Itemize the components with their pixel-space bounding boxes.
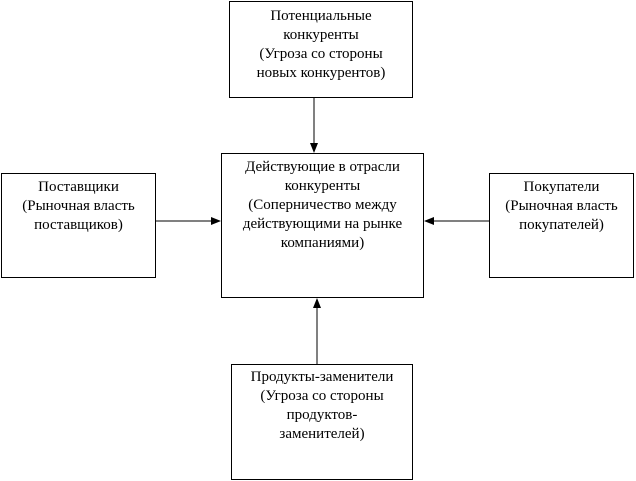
industry-competitors-desc: (Соперничество между bbox=[248, 197, 397, 213]
substitutes-desc: (Угроза со стороны bbox=[260, 388, 384, 404]
suppliers-desc: (Рыночная власть bbox=[22, 198, 135, 214]
industry-competitors-title-cont: конкуренты bbox=[284, 178, 361, 194]
suppliers-desc-cont: поставщиков) bbox=[34, 217, 123, 233]
substitutes-desc-cont: продуктов- bbox=[286, 407, 358, 423]
substitutes-desc-end: заменителей) bbox=[279, 426, 365, 442]
industry-competitors-box: Действующие в отрасли конкуренты (Соперн… bbox=[221, 153, 424, 298]
potential-competitors-desc-cont: новых конкурентов) bbox=[256, 65, 386, 81]
industry-competitors-desc-end: компаниями) bbox=[280, 235, 365, 251]
potential-competitors-title-cont: конкуренты bbox=[283, 27, 359, 43]
potential-competitors-desc: (Угроза со стороны bbox=[259, 46, 383, 62]
suppliers-title: Поставщики bbox=[38, 179, 119, 195]
substitutes-box: Продукты-заменители (Угроза со стороны п… bbox=[231, 364, 413, 480]
potential-competitors-box: Потенциальные конкуренты (Угроза со стор… bbox=[229, 1, 413, 98]
buyers-desc: (Рыночная власть bbox=[505, 198, 618, 214]
buyers-box: Покупатели (Рыночная власть покупателей) bbox=[489, 173, 634, 278]
industry-competitors-title: Действующие в отрасли bbox=[245, 159, 400, 175]
buyers-desc-cont: покупателей) bbox=[519, 217, 604, 233]
suppliers-box: Поставщики (Рыночная власть поставщиков) bbox=[1, 173, 156, 278]
buyers-title: Покупатели bbox=[523, 179, 600, 195]
substitutes-title: Продукты-заменители bbox=[250, 369, 394, 385]
industry-competitors-desc-cont: действующими на рынке bbox=[242, 216, 403, 232]
potential-competitors-title: Потенциальные bbox=[270, 8, 372, 24]
